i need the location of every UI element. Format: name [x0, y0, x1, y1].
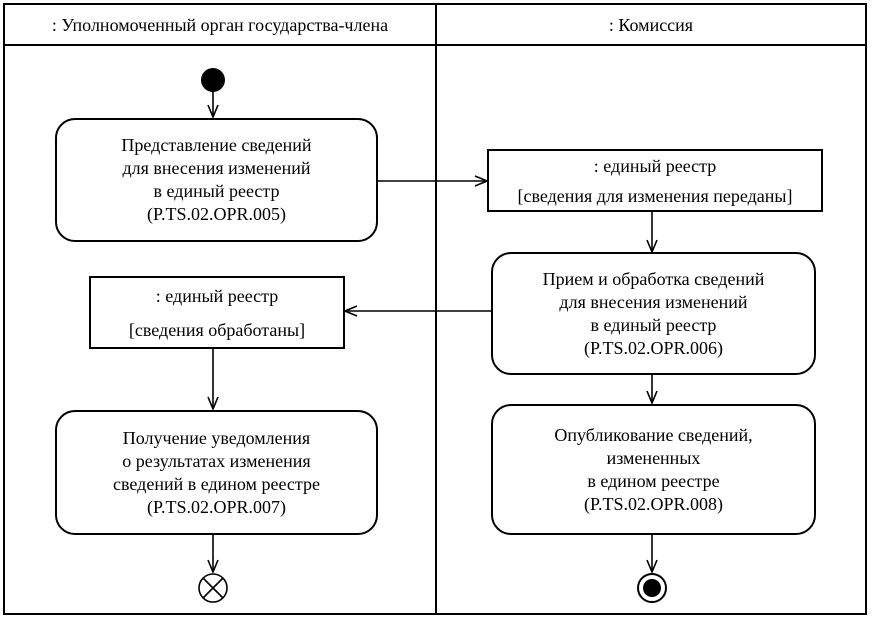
- action-submit-line-1: Представление сведений: [121, 135, 312, 155]
- object-registry-transferred: : единый реестр [сведения для изменения …: [487, 149, 823, 212]
- action-receive-line-1: Получение уведомления: [122, 427, 311, 448]
- action-receive-code: (P.TS.02.OPR.007): [146, 496, 287, 517]
- action-publish-changes: Опубликование сведений, измененных в еди…: [491, 404, 816, 535]
- initial-node: [201, 68, 225, 92]
- action-publish-code: (P.TS.02.OPR.008): [583, 493, 724, 514]
- lane-header-member-state: : Уполномоченный орган государства-члена: [51, 14, 389, 35]
- object-state: [сведения обработаны]: [128, 320, 306, 340]
- action-process-line-1: Прием и обработка сведений: [542, 268, 765, 289]
- object-name: : единый реестр: [593, 156, 717, 176]
- object-name: : единый реестр: [155, 286, 279, 306]
- object-state: [сведения для изменения переданы]: [517, 186, 793, 206]
- lane-divider: [435, 3, 437, 615]
- action-process-code: (P.TS.02.OPR.006): [583, 337, 723, 358]
- action-process-line-2: для внесения изменений: [559, 291, 748, 312]
- action-publish-line-1: Опубликование сведений,: [554, 424, 753, 445]
- action-process-line-3: в единый реестр: [590, 314, 717, 335]
- action-receive-line-3: сведений в едином реестре: [113, 473, 320, 494]
- lane-header-commission: : Комиссия: [608, 14, 694, 35]
- action-receive-line-2: о результатах изменения: [122, 450, 311, 471]
- action-publish-line-2: измененных: [606, 447, 701, 468]
- action-submit-changes: Представление сведений для внесения изме…: [55, 118, 378, 242]
- activity-final-node: [637, 573, 667, 603]
- action-publish-line-3: в едином реестре: [587, 470, 720, 491]
- flow-final-node: [198, 573, 228, 603]
- object-registry-processed: : единый реестр [сведения обработаны]: [89, 276, 345, 349]
- action-submit-line-3: в единый реестр: [153, 181, 280, 201]
- action-process-changes: Прием и обработка сведений для внесения …: [491, 252, 816, 375]
- action-submit-line-2: для внесения изменений: [122, 158, 311, 178]
- action-submit-code: (P.TS.02.OPR.005): [146, 204, 287, 224]
- action-receive-notification: Получение уведомления о результатах изме…: [55, 410, 378, 535]
